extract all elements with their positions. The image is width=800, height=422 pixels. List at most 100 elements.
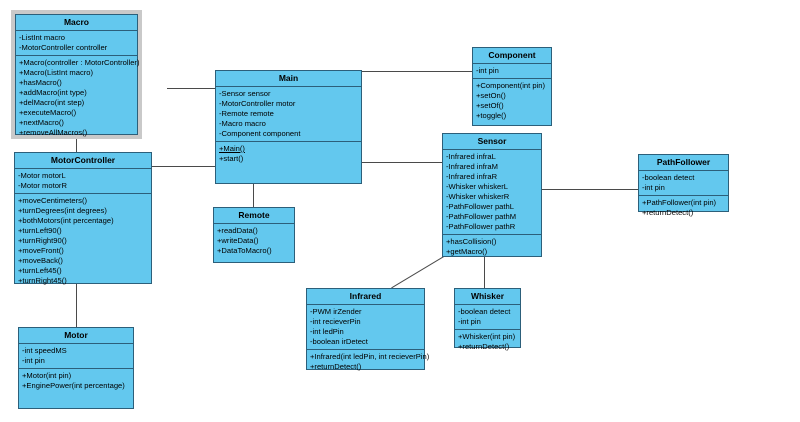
attribute: -PWM irZender bbox=[310, 307, 362, 316]
attribute: -boolean detect bbox=[458, 307, 511, 316]
method: +Component(int pin) bbox=[476, 81, 546, 90]
attribute: -MotorController motor bbox=[219, 99, 296, 108]
class-box-motor[interactable]: Motor -int speedMS -int pin +Motor(int p… bbox=[18, 327, 134, 409]
connector-macro-motorcontroller bbox=[76, 137, 77, 153]
class-methods-motor: +Motor(int pin) +EnginePower(int percent… bbox=[19, 369, 133, 408]
class-box-pathfollower[interactable]: PathFollower -boolean detect -int pin +P… bbox=[638, 154, 729, 217]
connector-sensor-infrared bbox=[391, 256, 444, 289]
class-methods-pathfollower: +PathFollower(int pin) +returnDetect() bbox=[639, 196, 728, 220]
class-title-motor: Motor bbox=[19, 328, 133, 344]
class-attributes-infrared: -PWM irZender -int recieverPin -int ledP… bbox=[307, 305, 424, 350]
method: +returnDetect() bbox=[642, 208, 694, 217]
method: +hasCollision() bbox=[446, 237, 497, 246]
class-methods-main: +Main() +start() bbox=[216, 142, 361, 183]
attribute: -PathFollower pathR bbox=[446, 222, 516, 231]
class-title-motorcontroller: MotorController bbox=[15, 153, 151, 169]
connector-main-component bbox=[362, 71, 472, 72]
method: +setOf() bbox=[476, 101, 504, 110]
method: +Macro(controller : MotorController) bbox=[19, 58, 140, 67]
attribute: -Infrared infraL bbox=[446, 152, 496, 161]
attribute: -Motor motorL bbox=[18, 171, 66, 180]
method: +bothMotors(int percentage) bbox=[18, 216, 114, 225]
connector-motorcontroller-motor bbox=[76, 283, 77, 327]
attribute: -Component component bbox=[219, 129, 301, 138]
class-box-macro[interactable]: Macro -ListInt macro -MotorController co… bbox=[15, 14, 139, 137]
class-title-component: Component bbox=[473, 48, 551, 64]
class-methods-macro: +Macro(controller : MotorController) +Ma… bbox=[16, 56, 140, 140]
method: +writeData() bbox=[217, 236, 259, 245]
attribute: -PathFollower pathM bbox=[446, 212, 517, 221]
method: +moveFront() bbox=[18, 246, 64, 255]
method: +start() bbox=[219, 154, 244, 163]
attribute: -boolean detect bbox=[642, 173, 695, 182]
method: +removeAllMacros() bbox=[19, 128, 88, 137]
method: +delMacro(int step) bbox=[19, 98, 85, 107]
attribute: -int pin bbox=[642, 183, 665, 192]
method: +DataToMacro() bbox=[217, 246, 272, 255]
attribute: -Sensor sensor bbox=[219, 89, 271, 98]
class-attributes-motorcontroller: -Motor motorL -Motor motorR bbox=[15, 169, 151, 194]
class-title-pathfollower: PathFollower bbox=[639, 155, 728, 171]
class-attributes-pathfollower: -boolean detect -int pin bbox=[639, 171, 728, 196]
connector-sensor-pathfollower bbox=[542, 189, 638, 190]
class-methods-motorcontroller: +moveCentimeters() +turnDegrees(int degr… bbox=[15, 194, 151, 288]
class-title-whisker: Whisker bbox=[455, 289, 520, 305]
attribute: -boolean irDetect bbox=[310, 337, 368, 346]
method: +EnginePower(int percentage) bbox=[22, 381, 125, 390]
method: +Main() bbox=[219, 144, 245, 153]
class-title-infrared: Infrared bbox=[307, 289, 424, 305]
attribute: -int speedMS bbox=[22, 346, 67, 355]
attribute: -Motor motorR bbox=[18, 181, 67, 190]
method: +moveBack() bbox=[18, 256, 63, 265]
class-box-component[interactable]: Component -int pin +Component(int pin) +… bbox=[472, 47, 552, 126]
method: +toggle() bbox=[476, 111, 507, 120]
method: +turnRight90() bbox=[18, 236, 67, 245]
class-attributes-component: -int pin bbox=[473, 64, 551, 79]
connector-sensor-whisker bbox=[484, 257, 485, 288]
connector-main-remote bbox=[253, 184, 254, 207]
class-box-sensor[interactable]: Sensor -Infrared infraL -Infrared infraM… bbox=[442, 133, 542, 257]
class-box-whisker[interactable]: Whisker -boolean detect -int pin +Whiske… bbox=[454, 288, 521, 351]
method: +turnRight45() bbox=[18, 276, 67, 285]
connector-macro-main bbox=[167, 88, 215, 89]
attribute: -int ledPin bbox=[310, 327, 344, 336]
attribute: -int pin bbox=[22, 356, 45, 365]
method: +getMacro() bbox=[446, 247, 488, 256]
class-attributes-sensor: -Infrared infraL -Infrared infraM -Infra… bbox=[443, 150, 541, 235]
class-attributes-main: -Sensor sensor -MotorController motor -R… bbox=[216, 87, 361, 142]
class-box-motorcontroller[interactable]: MotorController -Motor motorL -Motor mot… bbox=[14, 152, 152, 285]
class-title-main: Main bbox=[216, 71, 361, 87]
method: +PathFollower(int pin) bbox=[642, 198, 717, 207]
method: +moveCentimeters() bbox=[18, 196, 87, 205]
attribute: -int pin bbox=[458, 317, 481, 326]
class-title-sensor: Sensor bbox=[443, 134, 541, 150]
class-attributes-whisker: -boolean detect -int pin bbox=[455, 305, 520, 330]
class-box-infrared[interactable]: Infrared -PWM irZender -int recieverPin … bbox=[306, 288, 429, 371]
method: +executeMacro() bbox=[19, 108, 77, 117]
class-attributes-motor: -int speedMS -int pin bbox=[19, 344, 133, 369]
attribute: -Whisker whiskerR bbox=[446, 192, 510, 201]
class-title-macro: Macro bbox=[16, 15, 137, 31]
method: +returnDetect() bbox=[458, 342, 510, 351]
class-methods-infrared: +Infrared(int ledPin, int recieverPin) +… bbox=[307, 350, 430, 374]
method: +returnDetect() bbox=[310, 362, 362, 371]
method: +Macro(ListInt macro) bbox=[19, 68, 94, 77]
method: +addMacro(int type) bbox=[19, 88, 87, 97]
class-box-remote[interactable]: Remote +readData() +writeData() +DataToM… bbox=[213, 207, 295, 263]
method: +setOn() bbox=[476, 91, 506, 100]
attribute: -ListInt macro bbox=[19, 33, 65, 42]
connector-main-sensor bbox=[362, 162, 442, 163]
attribute: -Remote remote bbox=[219, 109, 274, 118]
class-attributes-macro: -ListInt macro -MotorController controll… bbox=[16, 31, 137, 56]
class-box-main[interactable]: Main -Sensor sensor -MotorController mot… bbox=[215, 70, 362, 184]
class-methods-whisker: +Whisker(int pin) +returnDetect() bbox=[455, 330, 520, 354]
attribute: -MotorController controller bbox=[19, 43, 108, 52]
connector-motorcontroller-main bbox=[152, 166, 215, 167]
method: +hasMacro() bbox=[19, 78, 62, 87]
attribute: -Whisker whiskerL bbox=[446, 182, 509, 191]
method: +turnLeft90() bbox=[18, 226, 62, 235]
attribute: -Infrared infraM bbox=[446, 162, 498, 171]
method: +Infrared(int ledPin, int recieverPin) bbox=[310, 352, 430, 361]
attribute: -PathFollower pathL bbox=[446, 202, 514, 211]
